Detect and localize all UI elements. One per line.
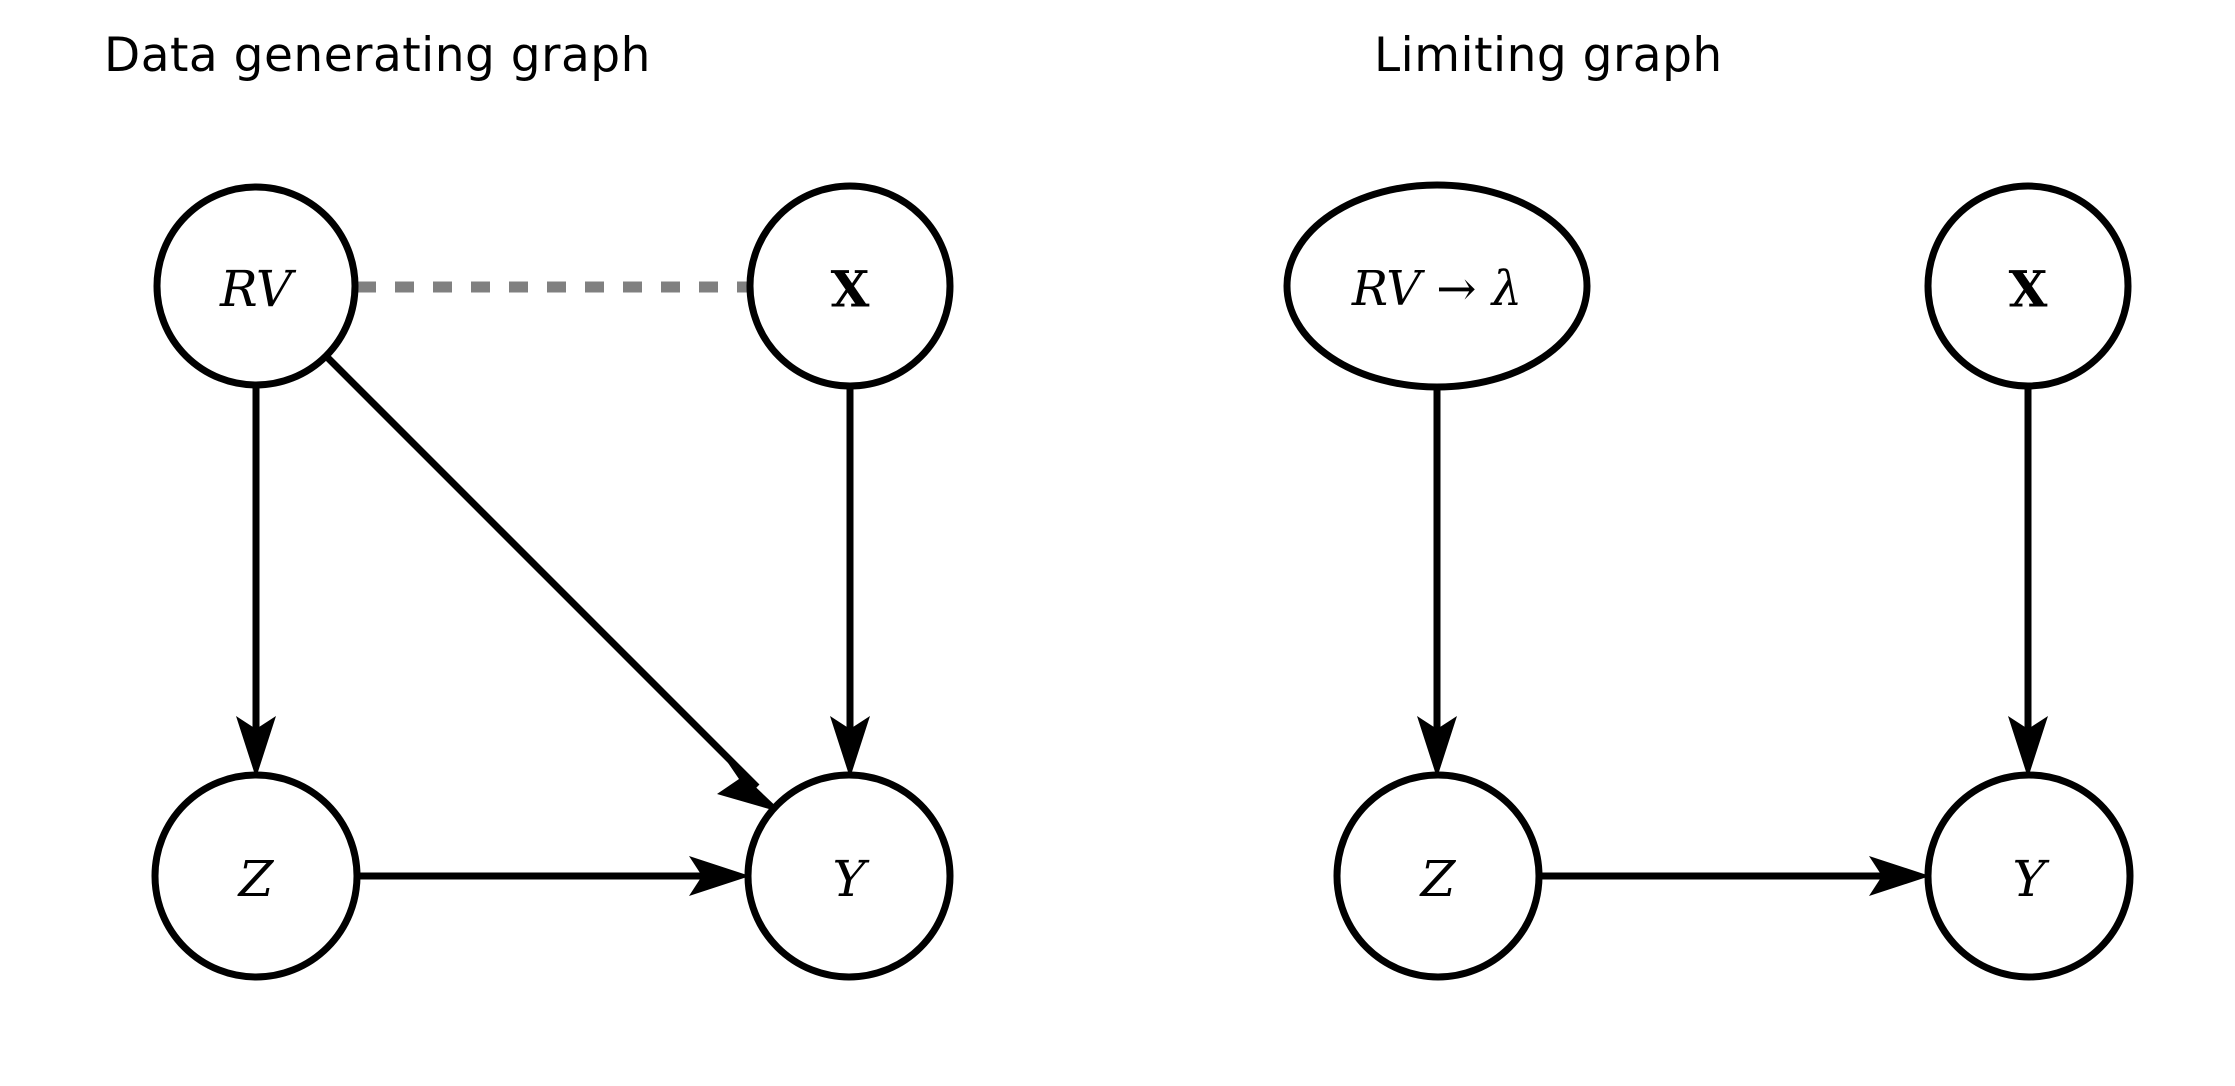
node-z-circle-limiting[interactable] — [1333, 771, 1543, 981]
node-y-limiting[interactable]: Y — [1924, 771, 2134, 981]
node-y-label-limiting: Y — [2012, 850, 2049, 908]
node-x-circle[interactable] — [746, 182, 954, 390]
node-rv[interactable]: RV — [153, 183, 359, 389]
node-x-limiting[interactable]: X — [1924, 182, 2132, 390]
node-x-label: X — [831, 260, 870, 319]
node-rv-lambda-label: RV → λ — [1351, 261, 1522, 317]
edge-z-y-arrowhead-limiting — [1869, 856, 1930, 896]
node-y-circle-limiting[interactable] — [1924, 771, 2134, 981]
edge-rv-y-arrowhead — [717, 757, 783, 813]
node-z-label: Z — [237, 850, 275, 908]
edge-z-y-arrowhead — [689, 856, 750, 896]
node-y[interactable]: Y — [744, 771, 954, 981]
node-rv-circle[interactable] — [153, 183, 359, 389]
node-rv-lambda-ellipse[interactable] — [1283, 181, 1591, 391]
edge-x-y-arrowhead-limiting — [2008, 716, 2048, 778]
node-z[interactable]: Z — [151, 771, 361, 981]
node-z-circle[interactable] — [151, 771, 361, 981]
node-rv-lambda[interactable]: RV → λ — [1283, 181, 1591, 391]
edge-rvlambda-z-arrowhead — [1417, 716, 1457, 778]
node-x-label-limiting: X — [2009, 260, 2048, 319]
node-y-circle[interactable] — [744, 771, 954, 981]
panel-title-data-generating-graph: Data generating graph — [104, 28, 651, 83]
node-x-circle-limiting[interactable] — [1924, 182, 2132, 390]
edge-x-y-arrowhead — [830, 716, 870, 778]
node-y-label: Y — [832, 850, 869, 908]
panel-data-generating-graph: RV X Z Y — [151, 182, 954, 981]
node-z-label-limiting: Z — [1419, 850, 1457, 908]
edge-rv-y-line — [323, 353, 760, 790]
edge-rv-z-arrowhead — [236, 716, 276, 778]
panel-title-limiting-graph: Limiting graph — [1374, 28, 1723, 83]
node-rv-label: RV — [219, 260, 297, 318]
node-x[interactable]: X — [746, 182, 954, 390]
panel-limiting-graph: RV → λ X Z Y — [1283, 181, 2134, 981]
node-z-limiting[interactable]: Z — [1333, 771, 1543, 981]
